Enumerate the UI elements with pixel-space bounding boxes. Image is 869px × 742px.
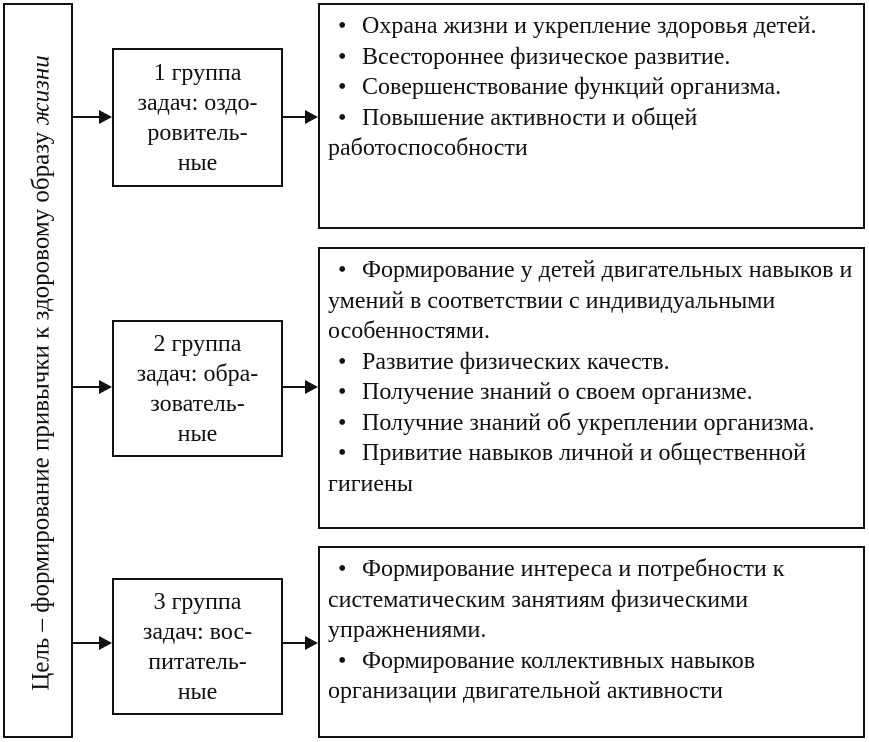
group-1-title-line: задач: оздо- bbox=[137, 89, 258, 116]
bullet-icon: • bbox=[338, 43, 347, 70]
task-item: •Формирование коллективных навыков орган… bbox=[328, 647, 756, 705]
goal-text: Цель – формирование привычки к здоровому… bbox=[27, 8, 56, 738]
bullet-icon: • bbox=[338, 348, 347, 375]
group-2-title: 2 группа задач: обра- зователь- ные bbox=[137, 329, 259, 449]
task-item: •Развитие физических качеств. bbox=[328, 347, 853, 378]
group-1-title-line: ные bbox=[177, 149, 218, 176]
group-3-title-line: 3 группа bbox=[153, 588, 242, 615]
bullet-icon: • bbox=[338, 104, 347, 131]
group-3-title-line: питатель- bbox=[148, 648, 247, 675]
group-2-title-line: зователь- bbox=[150, 390, 245, 417]
bullet-icon: • bbox=[338, 647, 347, 674]
task-item: •Повышение активности и общей работоспос… bbox=[328, 104, 698, 162]
goal-text-main: Цель – формирование привычки к здоровому… bbox=[27, 131, 55, 691]
bullet-icon: • bbox=[338, 257, 347, 283]
group-2-title-line: задач: обра- bbox=[136, 360, 259, 387]
goal-box: Цель – формирование привычки к здоровому… bbox=[3, 3, 73, 738]
group-1-box: 1 группа задач: оздо- ровитель- ные bbox=[112, 48, 283, 187]
arrow-group-2-to-tasks bbox=[283, 380, 318, 394]
bullet-icon: • bbox=[338, 13, 347, 39]
task-item: •Формирование интереса и потребности к с… bbox=[328, 556, 785, 643]
tasks-box-1: •Охрана жизни и укрепление здоровья дете… bbox=[318, 3, 865, 229]
task-item: •Формирование у детей двигательных навык… bbox=[328, 257, 853, 344]
arrow-goal-to-group-2 bbox=[73, 380, 112, 394]
tasks-list-1: •Охрана жизни и укрепление здоровья дете… bbox=[328, 11, 853, 164]
tasks-list-2: •Формирование у детей двигательных навык… bbox=[328, 255, 853, 499]
group-3-box: 3 группа задач: вос- питатель- ные bbox=[112, 578, 283, 715]
arrow-group-3-to-tasks bbox=[283, 636, 318, 650]
group-3-title-line: задач: вос- bbox=[142, 618, 253, 645]
group-2-box: 2 группа задач: обра- зователь- ные bbox=[112, 320, 283, 457]
arrow-group-1-to-tasks bbox=[283, 110, 318, 124]
task-item: •Привитие навыков личной и общественной … bbox=[328, 440, 806, 497]
arrow-goal-to-group-1 bbox=[73, 110, 112, 124]
group-3-title-line: ные bbox=[177, 678, 218, 705]
tasks-box-2: •Формирование у детей двигательных навык… bbox=[318, 247, 865, 529]
task-item: •Всестороннее физическое развитие. bbox=[328, 42, 853, 73]
arrow-goal-to-group-3 bbox=[73, 636, 112, 650]
goal-text-italic: жизни bbox=[27, 55, 55, 126]
task-item: •Совершенствование функций организма. bbox=[328, 72, 853, 103]
group-1-title-line: ровитель- bbox=[147, 119, 248, 146]
tasks-list-3: •Формирование интереса и потребности к с… bbox=[328, 554, 853, 707]
task-item: •Получние знаний об укреплении организма… bbox=[328, 408, 853, 439]
group-1-title: 1 группа задач: оздо- ровитель- ные bbox=[137, 58, 257, 178]
bullet-icon: • bbox=[338, 379, 347, 405]
bullet-icon: • bbox=[338, 556, 347, 582]
bullet-icon: • bbox=[338, 74, 347, 100]
task-item: •Получение знаний о своем организме. bbox=[328, 377, 853, 408]
group-2-title-line: 2 группа bbox=[153, 330, 242, 357]
bullet-icon: • bbox=[338, 409, 347, 436]
group-1-title-line: 1 группа bbox=[153, 59, 242, 86]
task-item: •Охрана жизни и укрепление здоровья дете… bbox=[328, 11, 853, 42]
bullet-icon: • bbox=[338, 440, 347, 466]
tasks-box-3: •Формирование интереса и потребности к с… bbox=[318, 546, 865, 738]
group-2-title-line: ные bbox=[177, 420, 218, 447]
group-3-title: 3 группа задач: вос- питатель- ные bbox=[143, 587, 252, 707]
